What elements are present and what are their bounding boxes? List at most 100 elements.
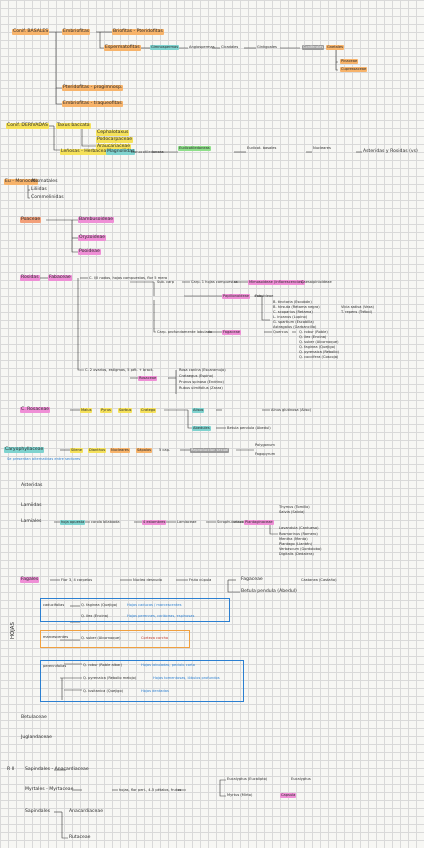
leaf-desc-2: Corteza corcho bbox=[141, 636, 169, 640]
heading-r-ii: R II bbox=[7, 767, 15, 772]
node-espermatofitas: Espermatofitas bbox=[104, 45, 141, 51]
list-rosaceae-0: Rosa canina (Escaramujo) bbox=[179, 368, 226, 372]
node-carp-lobulado: Carp. profundamente lobulado bbox=[157, 330, 213, 334]
list-faboideae-6: Vicia sativa (Veza) bbox=[341, 305, 374, 309]
node-oryzoideae: Oryzoideae bbox=[78, 235, 107, 241]
leaf-desc-0: Hojas caducas / marcescentes bbox=[127, 603, 182, 607]
node-eucalyptus: Eucalyptus (Eucalipto) bbox=[227, 777, 268, 781]
node-reproduccion: Reproduccion sexual bbox=[190, 448, 230, 453]
list-faboideae-0: B. tinctoria (Escobón) bbox=[273, 300, 312, 304]
leaf-name-5: Q. lusitanica (Quejigo) bbox=[83, 689, 124, 693]
list-faboideae-3: L. incanus (Lupino) bbox=[273, 315, 308, 319]
node-polygonum: Polygonum bbox=[255, 443, 275, 447]
leaf-name-2: Q. suber (Alcornoque) bbox=[81, 636, 121, 640]
node-eudicotiledoneas: Eudicotiledoneas bbox=[178, 146, 211, 151]
list-faboideae-7: T. repens (Trébol) bbox=[341, 310, 373, 314]
list-lamiales-5: Plantago (Llantén) bbox=[279, 542, 313, 546]
list-faboideae-2: C. scoparius (Retama) bbox=[273, 310, 313, 314]
node-fruto-cupula: Fruto cúpula bbox=[189, 578, 212, 582]
leaf-group-box-1 bbox=[40, 598, 230, 622]
node-poaceae: Poaceae bbox=[20, 217, 42, 223]
node-quercus: Quercus bbox=[273, 330, 288, 334]
node-nucleares: Nucleares bbox=[313, 146, 331, 150]
list-lamiales-6: Verbascum (Gordolobo) bbox=[279, 547, 322, 551]
node-angiospermas: Angiospermas bbox=[189, 45, 215, 49]
node-papilionoideae: Papilionoideae bbox=[222, 294, 251, 299]
node-c-rosaceae: C. Rosaceae bbox=[20, 407, 51, 413]
list-lamiales-7: Digitalis (Dedalera) bbox=[279, 552, 314, 556]
node-nucleo-desnudo: Nucleo desnudo bbox=[133, 578, 162, 582]
node-coniferales: Coniferales bbox=[302, 45, 325, 50]
node-gimnospermas: Gimnospermas bbox=[150, 45, 180, 50]
node-capsula: Capsula bbox=[280, 793, 297, 798]
node-fagales: Fagales bbox=[20, 577, 40, 583]
node-corola: corola bilabiada bbox=[91, 520, 120, 524]
node-embriofitas: Embriofitas bbox=[62, 29, 91, 35]
node-fabaceae-traits: C. I/II nodos, hojas compuestas, flor 5 … bbox=[89, 276, 168, 280]
node-betula: Betula pendula (Abedul) bbox=[227, 426, 271, 430]
list-rosaceae-3: Rubus ulmifolius (Zarza) bbox=[179, 386, 223, 390]
node-silene: Silene bbox=[70, 448, 83, 453]
node-gnetales: Gnetales bbox=[326, 45, 344, 50]
node-taxus: Taxus baccata bbox=[56, 123, 91, 129]
list-faboideae-5: Astragalus (Garbancillo) bbox=[273, 325, 317, 329]
node-eucalyptus-b: Eucalyptus bbox=[291, 777, 311, 781]
node-cicadales: Cicadales bbox=[221, 45, 239, 49]
node-myrtales: Myrtales - Myrtaceae bbox=[25, 787, 74, 792]
list-quercus-1: Q. ilex (Encina) bbox=[299, 335, 327, 339]
list-quercus-2: Q. suber (Alcornoque) bbox=[299, 340, 339, 344]
node-fagales-flor: Flor 3, 4 carpelos bbox=[61, 578, 93, 582]
node-fagaceae-a: Fagaceae bbox=[222, 330, 242, 335]
list-lamiales-4: Mentha (Menta) bbox=[279, 537, 308, 541]
node-scrophulariaceae: Scrophulariaceae bbox=[217, 520, 249, 524]
node-bambusoideae: Bambusoideae bbox=[78, 217, 115, 223]
node-abedules: Abedules bbox=[192, 426, 211, 431]
node-eudicot-basales: Eudicot. basales bbox=[247, 146, 277, 150]
node-araucariaceae: Araucariaceae bbox=[96, 144, 132, 150]
group-perennifolias: perennifolias bbox=[43, 664, 67, 668]
node-faboideae: Faboideae bbox=[255, 294, 274, 298]
heading-asteridas: Asteridas bbox=[21, 483, 43, 488]
node-pinaceae: Pinaceae bbox=[340, 59, 359, 64]
list-lamiales-2: Lavandula (Cantueso) bbox=[279, 526, 319, 530]
node-pteridofitas-progimnosp: Pteridofitas - progimnosp. bbox=[62, 85, 124, 91]
node-embriofitas-traqueofitas: Embriofitas - traqueofitas bbox=[62, 101, 123, 107]
node-rutaceae: Rutaceae bbox=[69, 835, 91, 840]
node-magnoliidas: Magnoliidas bbox=[106, 149, 136, 155]
heading-betulaceae: Betulaceae bbox=[21, 715, 47, 720]
node-lamiales: Lamiales bbox=[21, 519, 42, 524]
list-lamiales-3: Rosmarinus (Romero) bbox=[279, 532, 318, 536]
leaf-name-4: Q. pyrenaica (Rebollo melojo) bbox=[83, 676, 137, 680]
node-myrtaceae-traits: hojas, flor peri., 4-5 pétalos, frutos bbox=[119, 788, 182, 792]
node-nucleares-b: Nucleares bbox=[110, 448, 130, 453]
node-myrtus: Myrtus (Mirto) bbox=[227, 793, 253, 797]
node-castanea: Castanea (Castaño) bbox=[301, 578, 337, 582]
node-anacardiaceae: Anacardiaceae bbox=[69, 809, 104, 814]
node-dianthus: Dianthus bbox=[88, 448, 107, 453]
node-alnus: Alnus glutinosa (Aliso) bbox=[271, 408, 312, 412]
node-rosaceae: Rosaceae bbox=[138, 376, 158, 381]
heading-juglandaceae: Juglandaceae bbox=[21, 735, 52, 740]
node-cephalotaxus: Cephalotaxus bbox=[96, 130, 130, 136]
list-quercus-3: Q. faginea (Quejigo) bbox=[299, 345, 336, 349]
node-cupressaceae: Cupressaceae bbox=[340, 67, 368, 72]
list-quercus-4: Q. pyrenaica (Rebollo) bbox=[299, 350, 339, 354]
node-plantaginaceae: Plantaginaceae bbox=[244, 520, 274, 525]
node-hoja-opuesta: hoja opuesta bbox=[60, 520, 86, 525]
node-mimosoideae: Mimosoideae (Inflorescencias) bbox=[248, 280, 305, 285]
node-conif-derivadas: Conif. DERIVADAS bbox=[6, 123, 49, 129]
node-eu-monocots: Eu - Monocots bbox=[4, 179, 39, 185]
node-4-estambres: 4 estambres bbox=[142, 520, 167, 525]
node-alisos: Alisos bbox=[192, 408, 205, 413]
node-rosidas: Rosidas bbox=[20, 275, 40, 281]
node-fabaceae: Fabaceae bbox=[48, 275, 72, 281]
group-caducifolias: caducifolias bbox=[43, 603, 65, 607]
node-caryophyllaceae: Caryophyllaceae bbox=[4, 447, 45, 453]
leaf-name-3: Q. robur (Roble albar) bbox=[83, 663, 123, 667]
node-podocarpaceae: Podocarpaceae bbox=[96, 137, 134, 143]
node-sapindales: Sapindales bbox=[25, 809, 51, 814]
node-carp-hojas-compuestas: Carp. 1 hojas compuestas bbox=[191, 280, 238, 284]
node-fagopyrum: Fagopyrum bbox=[255, 452, 276, 456]
node-pooideae: Pooideae bbox=[78, 249, 101, 255]
